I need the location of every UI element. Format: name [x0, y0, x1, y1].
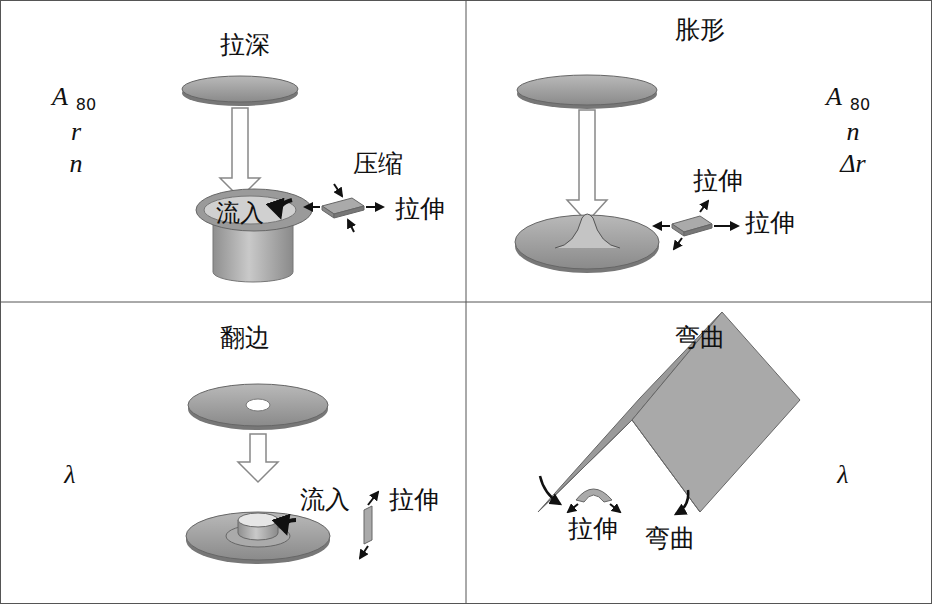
stress-label: 拉伸	[395, 195, 445, 223]
property-symbol: n	[70, 150, 83, 179]
flow-label: 流入	[216, 200, 264, 226]
forming-panel: 弯曲	[466, 302, 932, 604]
property-symbol: Δr	[840, 150, 865, 179]
flanging-figure	[186, 384, 378, 564]
stress-label: 拉伸	[745, 209, 795, 237]
stress-label: 拉伸	[389, 486, 439, 514]
property-subscript: 80	[850, 96, 870, 114]
panel-title: 胀形	[675, 16, 725, 44]
bending-figure	[538, 312, 800, 514]
stress-label: 拉伸	[568, 515, 618, 543]
stress-label: 弯曲	[645, 525, 695, 553]
property-subscript: 80	[76, 96, 96, 114]
flow-label: 流入	[300, 486, 350, 514]
property-symbol: r	[71, 118, 81, 147]
property-symbol: λ	[64, 461, 75, 490]
deep-drawing-figure	[182, 76, 383, 282]
property-symbol: A	[826, 83, 842, 112]
panel-title: 拉深	[220, 31, 270, 59]
forming-panel: 翻边	[0, 302, 466, 604]
property-symbol: λ	[837, 461, 848, 490]
property-symbol: n	[847, 118, 860, 147]
stress-label: 压缩	[353, 150, 403, 178]
stress-label: 拉伸	[693, 167, 743, 195]
property-symbol: A	[52, 83, 68, 112]
panel-title: 弯曲	[675, 324, 725, 352]
panel-title: 翻边	[220, 324, 270, 352]
